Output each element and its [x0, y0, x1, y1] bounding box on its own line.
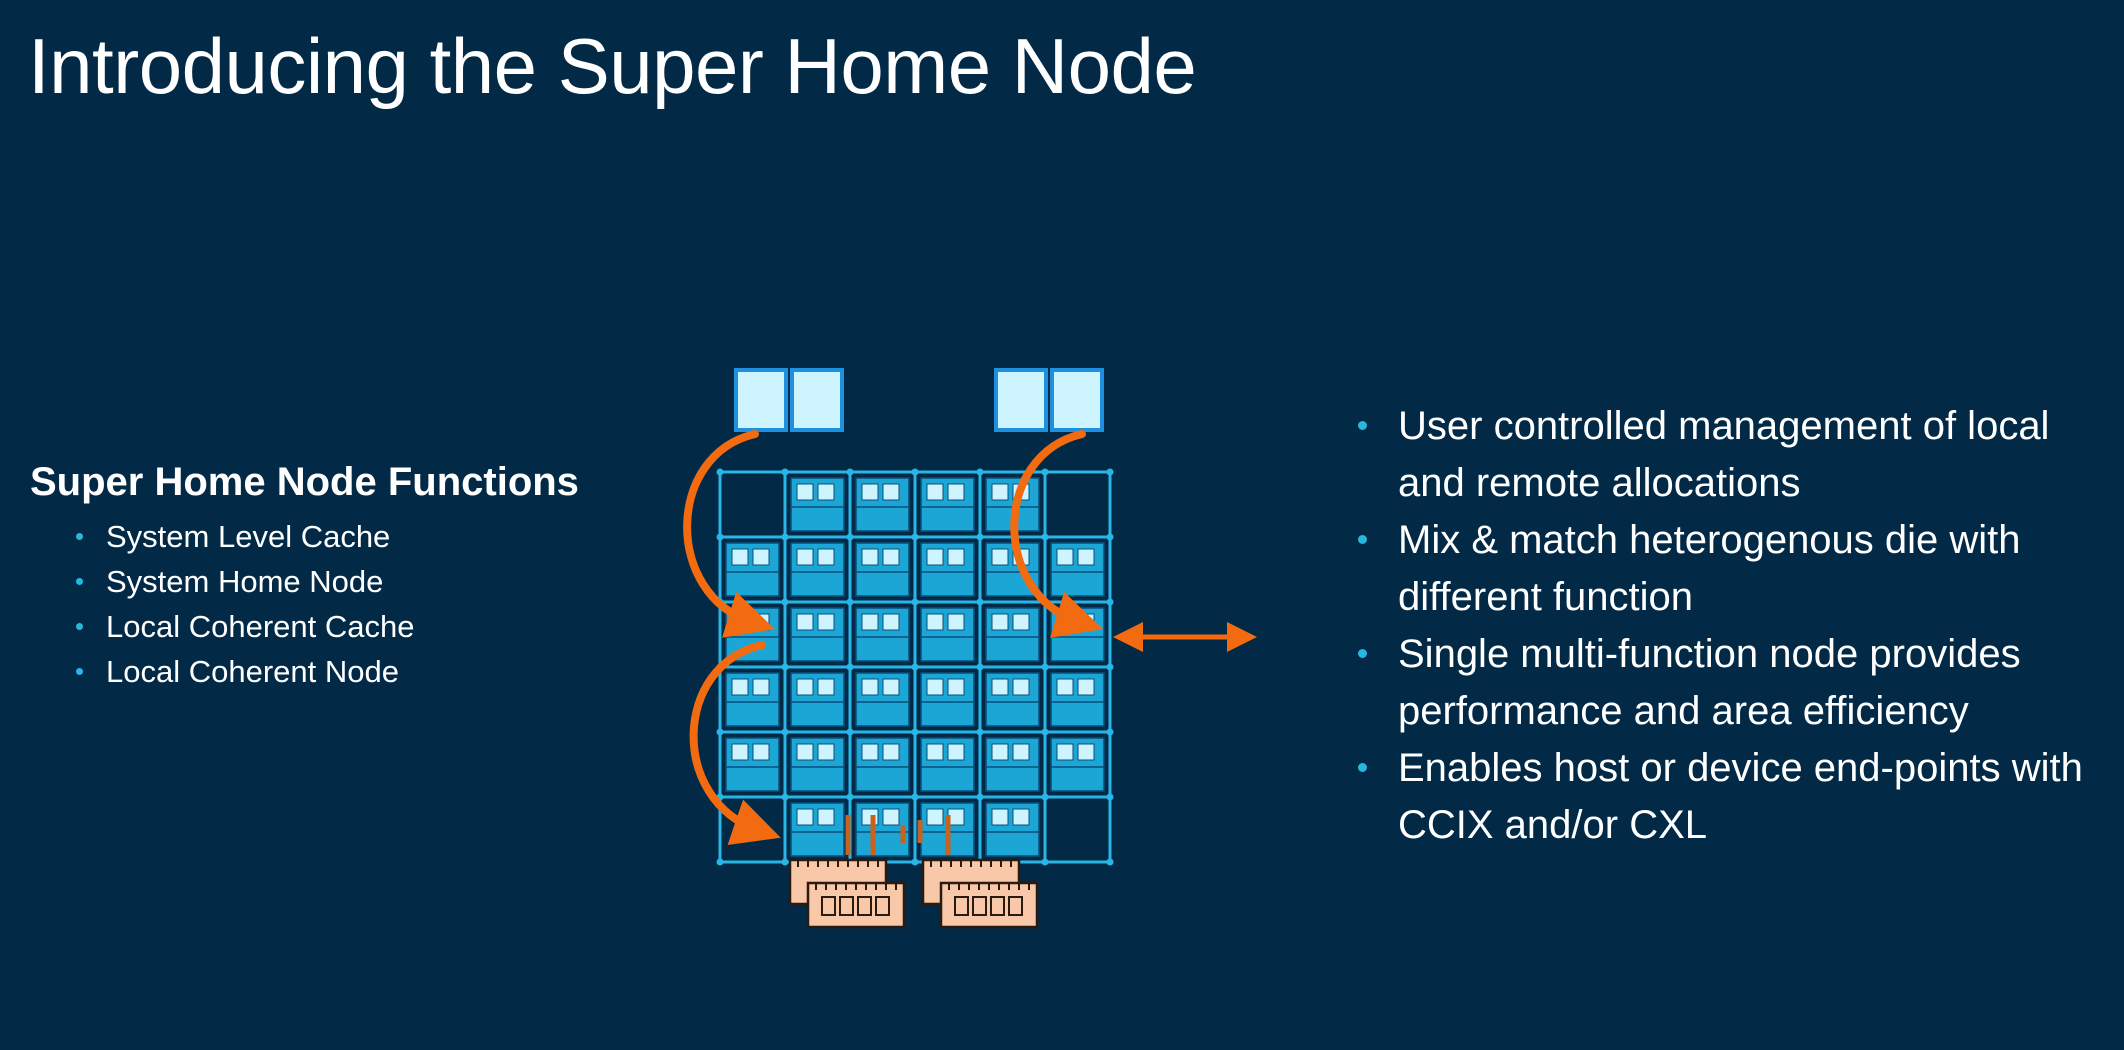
mesh-node [846, 468, 854, 476]
mesh-node [846, 533, 854, 541]
mesh-tile [855, 607, 910, 662]
mesh-node [1106, 858, 1114, 866]
mesh-tile [920, 542, 975, 597]
mesh-node [716, 533, 724, 541]
mesh-node [911, 663, 919, 671]
mesh-tile [725, 542, 780, 597]
mesh-node [911, 793, 919, 801]
mesh-node [716, 858, 724, 866]
mesh-node [1041, 663, 1049, 671]
mesh-node [1106, 663, 1114, 671]
functions-heading: Super Home Node Functions [30, 460, 579, 504]
mesh-node [976, 533, 984, 541]
mesh-tile [1050, 737, 1105, 792]
external-die-left-icon [734, 368, 844, 432]
mesh-node [716, 468, 724, 476]
function-item: System Home Node [76, 559, 670, 604]
mesh-tile [790, 802, 845, 857]
mesh-tile [790, 542, 845, 597]
mesh-tile [855, 477, 910, 532]
mesh-node [781, 858, 789, 866]
mesh-node [911, 858, 919, 866]
benefit-item: Mix & match heterogenous die with differ… [1358, 512, 2095, 626]
mesh-node [846, 728, 854, 736]
mesh-node [911, 598, 919, 606]
mesh-tile [725, 672, 780, 727]
mesh-node [1041, 468, 1049, 476]
mesh-node [1041, 858, 1049, 866]
mesh-node [1106, 468, 1114, 476]
mesh-tile [985, 607, 1040, 662]
mesh-node [1106, 728, 1114, 736]
mesh-tile [855, 672, 910, 727]
mesh-node [911, 728, 919, 736]
function-item: Local Coherent Cache [76, 604, 670, 649]
function-item: System Level Cache [76, 514, 670, 559]
mesh-tile [985, 672, 1040, 727]
mesh-tile [725, 737, 780, 792]
mesh-tile [790, 607, 845, 662]
mesh-tile [920, 607, 975, 662]
mesh-node [976, 468, 984, 476]
mesh-node [846, 663, 854, 671]
mesh-node [781, 468, 789, 476]
function-item: Local Coherent Node [76, 649, 670, 694]
mesh-node [781, 598, 789, 606]
mesh-tile [1050, 542, 1105, 597]
benefit-item: User controlled management of local and … [1358, 398, 2095, 512]
mesh-node [1041, 793, 1049, 801]
mesh-node [911, 468, 919, 476]
mesh-tile [1050, 672, 1105, 727]
mesh-tile [790, 477, 845, 532]
arrow-bottom-left-icon [689, 641, 781, 845]
mesh-node [976, 663, 984, 671]
benefit-item: Single multi-function node provides perf… [1358, 626, 2095, 740]
mesh-node [846, 598, 854, 606]
mesh-tile [855, 802, 910, 857]
mesh-tile [985, 802, 1040, 857]
functions-panel: Super Home Node Functions System Level C… [30, 458, 670, 694]
mesh-node [911, 533, 919, 541]
memory-stick [806, 881, 906, 929]
mesh-node [781, 793, 789, 801]
functions-list: System Level Cache System Home Node Loca… [30, 514, 670, 694]
slide-title: Introducing the Super Home Node [28, 22, 1197, 110]
mesh-tile [920, 477, 975, 532]
mesh-tile [920, 737, 975, 792]
mesh-node [1041, 728, 1049, 736]
mesh-node [1106, 598, 1114, 606]
benefit-item: Enables host or device end-points with C… [1358, 740, 2095, 854]
mesh-node [1106, 533, 1114, 541]
mesh-node [781, 728, 789, 736]
memory-stick [939, 881, 1039, 929]
mesh-tile [920, 672, 975, 727]
mesh-node [781, 533, 789, 541]
mesh-grid [716, 468, 1114, 866]
mesh-node [781, 663, 789, 671]
mesh-tile [790, 672, 845, 727]
external-die-right-icon [994, 368, 1104, 432]
mesh-node [846, 793, 854, 801]
mesh-tile [855, 542, 910, 597]
benefits-list: User controlled management of local and … [1355, 398, 2095, 854]
memory-module-icon [788, 858, 1039, 929]
mesh-node [716, 728, 724, 736]
mesh-node [1041, 533, 1049, 541]
memory-connectors [845, 815, 951, 855]
arrow-top-right-icon [1010, 430, 1103, 638]
mesh-node [976, 793, 984, 801]
arrow-top-left-icon [683, 430, 775, 638]
mesh-tile [790, 737, 845, 792]
mesh-node [1106, 793, 1114, 801]
mesh-tile [855, 737, 910, 792]
mesh-node [976, 598, 984, 606]
mesh-node [976, 728, 984, 736]
mesh-tile [985, 737, 1040, 792]
benefits-panel: User controlled management of local and … [1355, 398, 2095, 854]
